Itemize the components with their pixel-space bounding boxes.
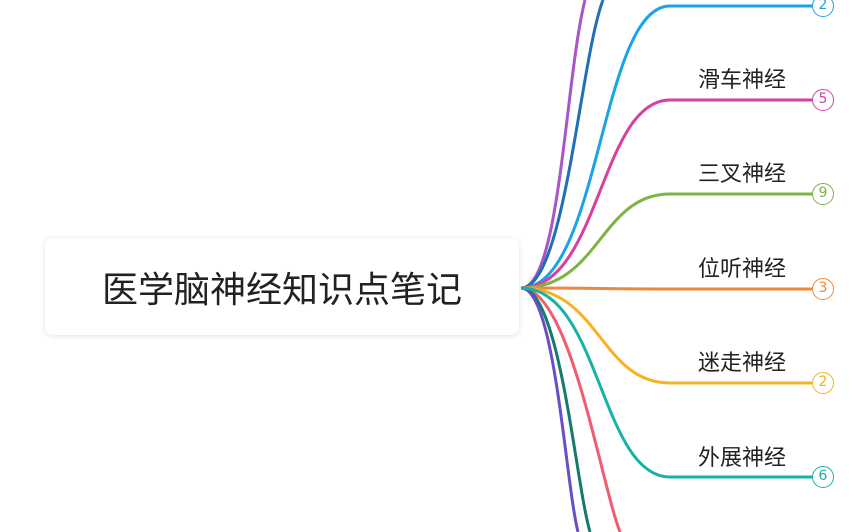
collapse-count-badge-5[interactable]: 2 xyxy=(812,372,834,394)
root-topic[interactable]: 医学脑神经知识点笔记 xyxy=(45,238,519,335)
connector-branch-2 xyxy=(520,98,812,290)
collapse-count-badge-2[interactable]: 5 xyxy=(812,89,834,111)
connector-branch-3 xyxy=(520,192,812,290)
connector-offscreen-bottom-1 xyxy=(520,286,622,532)
connector-branch-6 xyxy=(520,286,812,479)
collapse-count-badge-1[interactable]: 2 xyxy=(812,0,834,17)
collapse-count-badge-6[interactable]: 6 xyxy=(812,466,834,488)
connector-offscreen-top-2 xyxy=(520,0,605,290)
connector-offscreen-bottom-3 xyxy=(520,286,580,532)
connector-branch-1 xyxy=(520,4,812,290)
branch-label-3[interactable]: 三叉神经 xyxy=(697,162,786,187)
connector-branch-4 xyxy=(520,286,812,291)
collapse-count-badge-4[interactable]: 3 xyxy=(812,278,834,300)
root-topic-title: 医学脑神经知识点笔记 xyxy=(101,269,462,311)
branch-label-2[interactable]: 滑车神经 xyxy=(697,68,786,93)
collapse-count-badge-3[interactable]: 9 xyxy=(812,183,834,205)
branch-label-5[interactable]: 迷走神经 xyxy=(697,351,786,376)
connector-offscreen-bottom-2 xyxy=(520,286,592,532)
branch-label-4[interactable]: 位听神经 xyxy=(697,257,786,282)
branch-label-6[interactable]: 外展神经 xyxy=(697,446,786,471)
connector-branch-5 xyxy=(520,286,812,385)
